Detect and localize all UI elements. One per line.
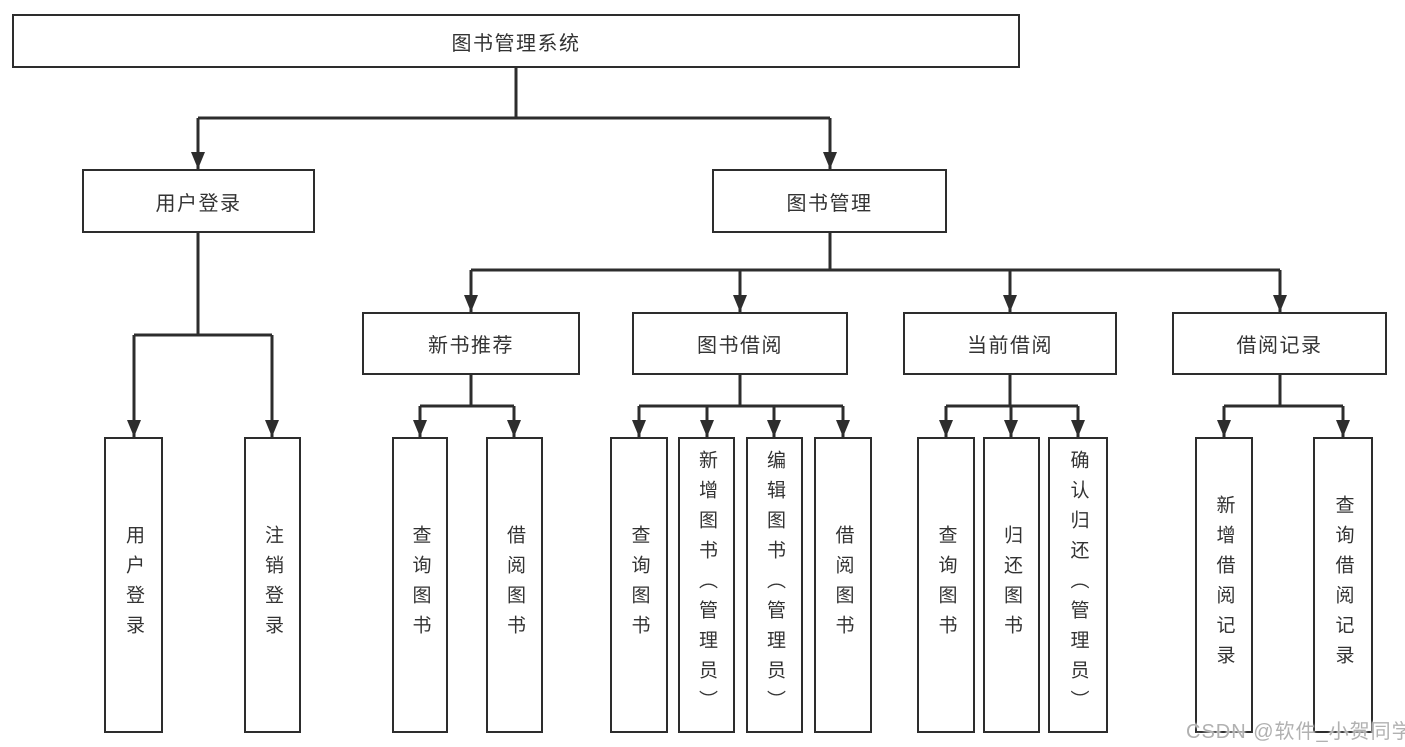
node-label: 借阅图书 [832, 525, 854, 645]
node-label: 新增图书（管理员） [696, 450, 717, 720]
node-label: 归还图书 [1001, 525, 1022, 645]
node-label: 查询借阅记录 [1332, 495, 1354, 675]
node-label: 确认归还（管理员） [1067, 450, 1089, 720]
leaf-query-books-1: 查询图书 [392, 437, 448, 733]
node-label: 图书管理系统 [451, 32, 581, 55]
leaf-query-books-2: 查询图书 [610, 437, 668, 733]
node-label: 查询图书 [409, 525, 431, 645]
node-label: 用户登录 [155, 192, 242, 215]
node-book-management: 图书管理 [712, 169, 947, 233]
node-book-borrow: 图书借阅 [632, 312, 848, 375]
node-label: 新增借阅记录 [1213, 495, 1235, 675]
node-label: 编辑图书（管理员） [764, 450, 785, 720]
node-label: 当前借阅 [967, 335, 1053, 357]
leaf-user-login: 用户登录 [104, 437, 163, 733]
leaf-borrow-books-1: 借阅图书 [486, 437, 543, 733]
leaf-edit-books-admin: 编辑图书（管理员） [746, 437, 803, 733]
leaf-add-books-admin: 新增图书（管理员） [678, 437, 735, 733]
node-user-login: 用户登录 [82, 169, 315, 233]
node-label: 查询图书 [935, 525, 957, 645]
leaf-logout: 注销登录 [244, 437, 301, 733]
leaf-add-borrow-record: 新增借阅记录 [1195, 437, 1253, 733]
csdn-watermark: CSDN @软件_小贺同学 [1186, 721, 1405, 743]
node-label: 图书管理 [786, 192, 873, 215]
leaf-query-borrow-record: 查询借阅记录 [1313, 437, 1373, 733]
node-label: 借阅图书 [504, 525, 525, 645]
node-system-root: 图书管理系统 [12, 14, 1020, 68]
node-label: 查询图书 [628, 525, 650, 645]
node-new-book-recommend: 新书推荐 [362, 312, 580, 375]
node-label: 新书推荐 [428, 335, 514, 357]
leaf-return-books: 归还图书 [983, 437, 1040, 733]
node-borrow-records: 借阅记录 [1172, 312, 1387, 375]
leaf-confirm-return-admin: 确认归还（管理员） [1048, 437, 1108, 733]
leaf-borrow-books-2: 借阅图书 [814, 437, 872, 733]
node-label: 注销登录 [262, 525, 283, 645]
leaf-query-books-3: 查询图书 [917, 437, 975, 733]
node-label: 借阅记录 [1236, 335, 1323, 357]
node-current-borrow: 当前借阅 [903, 312, 1117, 375]
node-label: 图书借阅 [697, 335, 783, 357]
node-label: 用户登录 [123, 525, 144, 645]
